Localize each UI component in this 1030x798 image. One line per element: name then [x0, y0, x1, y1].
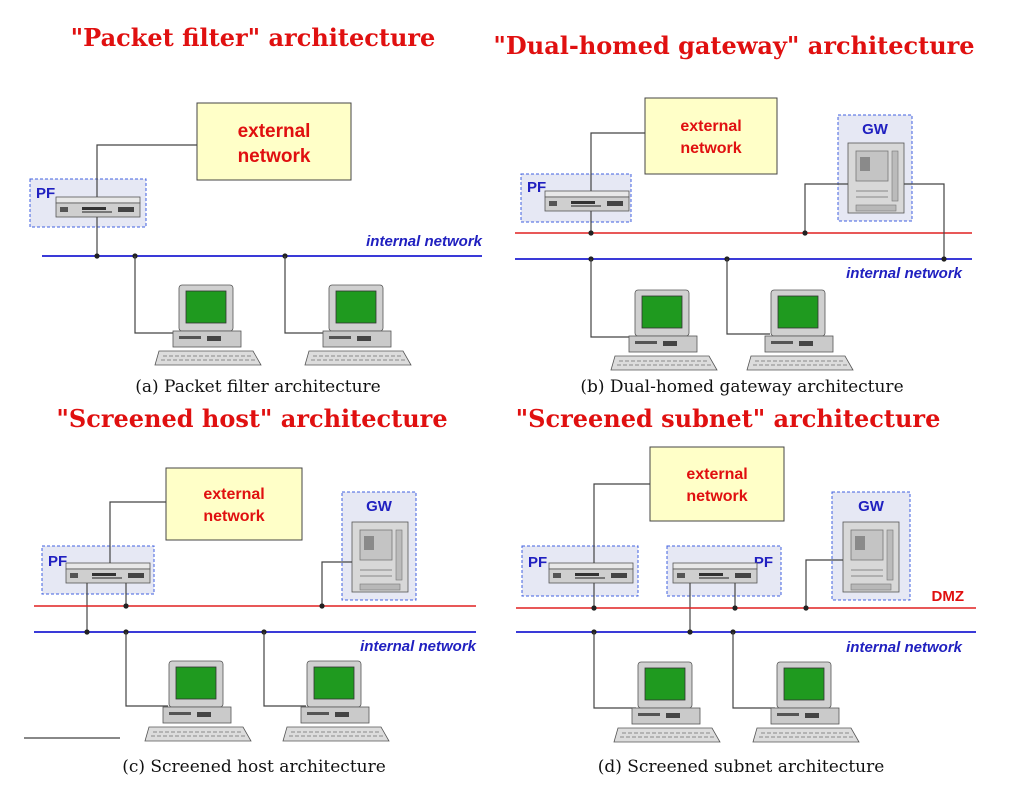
internal-network-label: internal network	[366, 233, 483, 250]
gateway-label: GW	[858, 498, 885, 515]
panel-d: "Screened subnet" architecture external …	[516, 404, 976, 777]
internal-network-label: internal network	[360, 638, 477, 655]
external-network-label-line1: external	[686, 466, 747, 483]
external-network-label-line1: external	[238, 121, 311, 142]
panel-b-title: "Dual-homed gateway" architecture	[493, 31, 974, 60]
gateway-server-icon	[351, 521, 409, 593]
external-network-box	[165, 467, 303, 541]
router-icon	[672, 562, 758, 584]
external-network-label-line1: external	[680, 118, 741, 135]
workstation-icon	[752, 661, 860, 743]
panel-d-title: "Screened subnet" architecture	[516, 404, 941, 433]
packet-filter-label: PF	[48, 553, 67, 570]
router-icon	[65, 562, 151, 584]
external-network-label-line2: network	[238, 146, 311, 167]
workstation-icon	[613, 661, 721, 743]
uplink-line	[96, 144, 197, 197]
packet-filter-label-inner: PF	[754, 554, 773, 571]
panel-d-caption: (d) Screened subnet architecture	[598, 757, 885, 777]
workstation-icon	[304, 284, 412, 366]
packet-filter-label: PF	[527, 179, 546, 196]
external-network-box	[196, 102, 352, 181]
packet-filter-label-outer: PF	[528, 554, 547, 571]
internal-network-label: internal network	[846, 265, 963, 282]
router-icon	[548, 562, 634, 584]
workstation-icon	[746, 289, 854, 371]
internal-network-label: internal network	[846, 639, 963, 656]
gateway-server-icon	[847, 142, 905, 214]
external-network-label-line1: external	[203, 486, 264, 503]
workstation-icon	[144, 660, 252, 742]
panel-c-title: "Screened host" architecture	[56, 404, 447, 433]
panel-b: "Dual-homed gateway" architecture extern…	[493, 31, 974, 397]
gateway-server-icon	[842, 521, 900, 593]
panel-a-caption: (a) Packet filter architecture	[135, 377, 380, 397]
external-network-label-line2: network	[203, 508, 264, 525]
external-network-label-line2: network	[680, 140, 741, 157]
router-icon	[544, 190, 630, 212]
packet-filter-label: PF	[36, 185, 55, 202]
gateway-label: GW	[366, 498, 393, 515]
external-network-label-line2: network	[686, 488, 747, 505]
external-network-box	[644, 97, 778, 175]
panel-c-caption: (c) Screened host architecture	[122, 757, 386, 777]
workstation-icon	[282, 660, 390, 742]
router-icon	[55, 196, 141, 218]
panel-b-caption: (b) Dual-homed gateway architecture	[580, 377, 903, 397]
workstation-icon	[154, 284, 262, 366]
panel-a: "Packet filter" architecture external ne…	[29, 23, 483, 397]
dmz-label: DMZ	[932, 588, 965, 605]
gateway-label: GW	[862, 121, 889, 138]
external-network-box	[649, 446, 785, 522]
workstation-icon	[610, 289, 718, 371]
panel-c: "Screened host" architecture external ne…	[24, 404, 477, 777]
panel-a-title: "Packet filter" architecture	[71, 23, 436, 52]
